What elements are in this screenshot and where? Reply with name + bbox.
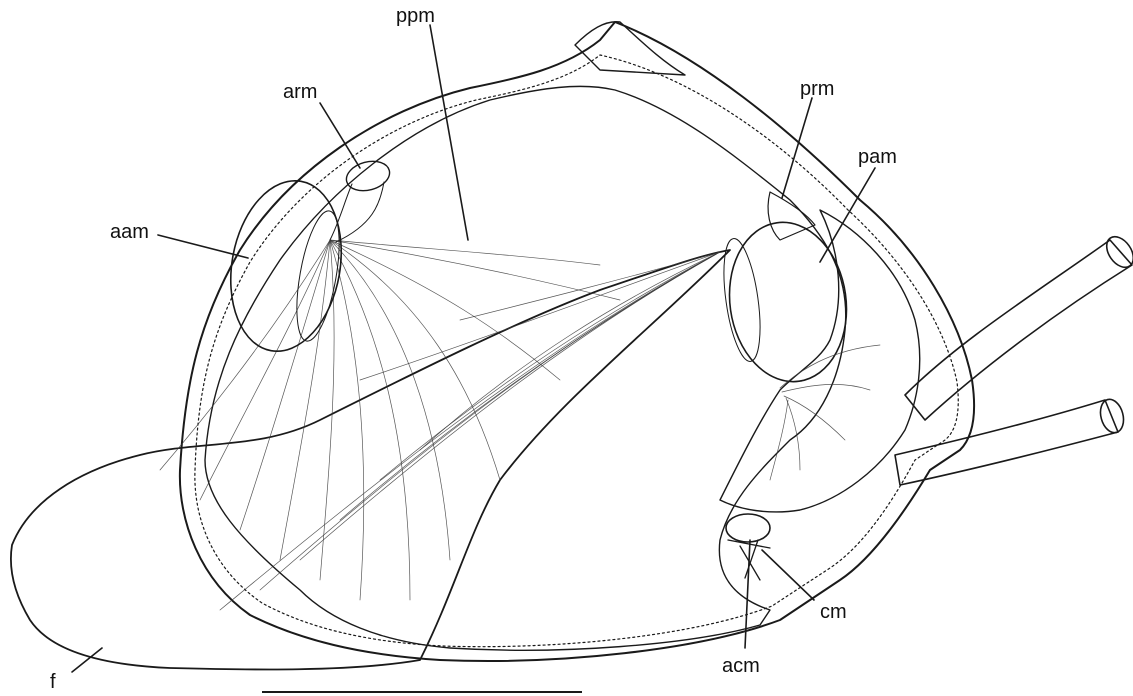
anterior-retractor-band bbox=[330, 182, 384, 242]
label-pam: pam bbox=[858, 146, 897, 168]
posterior-adductor-muscle bbox=[719, 215, 856, 390]
label-arm: arm bbox=[283, 81, 317, 103]
label-f: f bbox=[50, 671, 56, 693]
inhalant-siphon-opening bbox=[1101, 232, 1133, 272]
inhalant-siphon bbox=[905, 240, 1132, 420]
leader-cm bbox=[762, 550, 814, 600]
cruciform-muscle-body bbox=[726, 514, 770, 542]
mantle-fold-lines bbox=[770, 345, 880, 480]
label-acm: acm bbox=[722, 655, 760, 677]
shell-inner-margin bbox=[195, 55, 958, 647]
pedal-muscle-fibers bbox=[160, 240, 720, 610]
posterior-retractor-muscle bbox=[768, 192, 815, 240]
leader-ppm bbox=[430, 25, 468, 240]
anterior-retractor-muscle bbox=[343, 157, 393, 195]
label-aam: aam bbox=[110, 221, 149, 243]
label-prm: prm bbox=[800, 78, 834, 100]
leader-f bbox=[72, 648, 102, 672]
label-cm: cm bbox=[820, 601, 847, 623]
foot bbox=[11, 250, 730, 670]
label-ppm: ppm bbox=[396, 5, 435, 27]
leader-prm bbox=[782, 98, 812, 198]
